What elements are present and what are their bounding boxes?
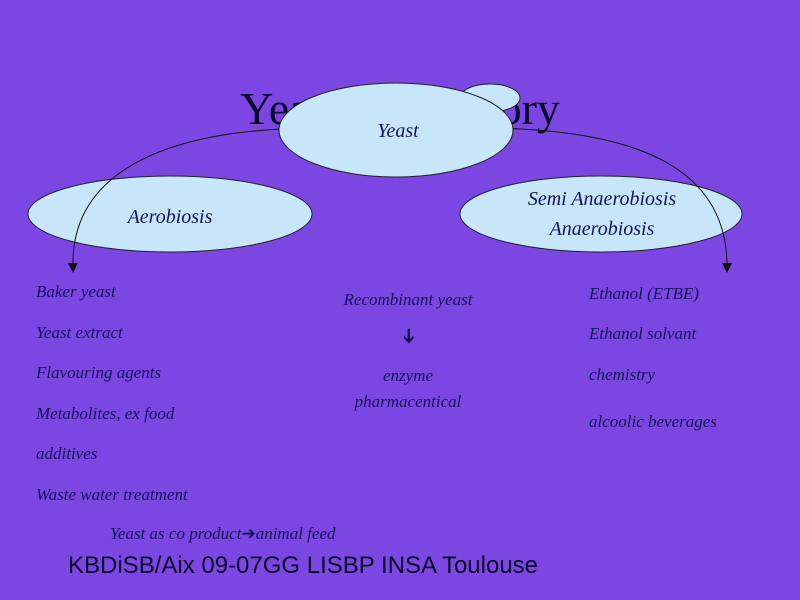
right-curve-arrow [479,127,733,273]
enzyme-label: enzyme [382,366,434,385]
anaerobiosis-products-list: Ethanol (ETBE) Ethanol solvant chemistry… [589,284,717,432]
down-arrow-icon: ➔ [396,327,419,345]
list-item: Baker yeast [36,282,116,301]
co-product-note: Yeast as co product➔animal feed [110,524,336,544]
aerobiosis-ellipse [27,175,313,253]
list-item: Yeast extract [36,322,123,342]
anaerobiosis-ellipse [459,175,743,253]
list-item: chemistry [589,365,656,384]
list-item: Waste water treatment [36,484,188,504]
yeast-node-label: Yeast [377,120,419,142]
co-product-suffix: animal feed [255,524,336,543]
footer-credit: KBDiSB/Aix 09-07GG LISBP INSA Toulouse [68,552,539,579]
list-item: Ethanol solvant [589,324,697,343]
pharma-label: pharmacentical [354,392,462,411]
co-product-prefix: Yeast as co product [110,524,242,543]
list-item: Ethanol (ETBE) [589,284,700,303]
aerobiosis-node-label: Aerobiosis [127,206,213,228]
aerobiosis-products-list: Baker yeast Yeast extract Flavouring age… [36,282,188,525]
list-item: additives [36,444,98,463]
yeast-ellipse [278,82,514,178]
anaerobiosis-label-line2: Anaerobiosis [549,218,655,240]
list-item: alcoolic beverages [589,412,717,431]
right-arrow-icon: ➔ [241,524,256,543]
list-item: Flavouring agents [36,363,162,382]
recombinant-block: Recombinant yeast ➔ enzyme pharmacentica… [300,290,516,415]
anaerobiosis-node-label: Semi Anaerobiosis Anaerobiosis [470,184,734,244]
list-item: Metabolites, ex food [36,403,175,423]
recombinant-label: Recombinant yeast [343,290,473,309]
left-curve-arrow [67,127,321,273]
anaerobiosis-label-line1: Semi Anaerobiosis [527,188,677,210]
